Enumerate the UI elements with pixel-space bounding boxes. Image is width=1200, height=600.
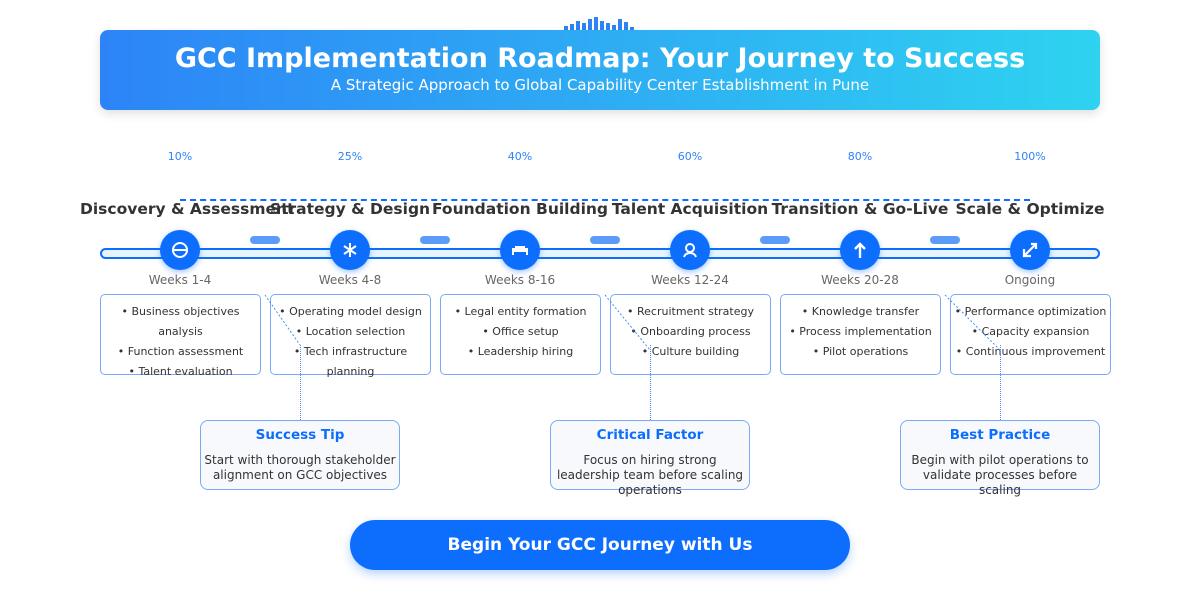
phase-task: • Performance optimization [954,305,1107,318]
phase-marker[interactable] [840,230,880,270]
phase-card: • Knowledge transfer • Process implementa… [780,294,941,375]
phase-task: • Continuous improvement [955,345,1106,358]
timeline-connector [420,236,450,244]
bar [630,27,634,30]
phase-card: • Legal entity formation • Office setup • … [440,294,601,375]
phase-title: Scale & Optimize [955,200,1105,218]
phase-task: • Culture building [641,345,740,358]
tip-connector [1000,345,1001,420]
phase-task: • Business objectives analysis [121,305,240,338]
phase-title: Discovery & Assessment [80,200,295,218]
bar [576,21,580,30]
phase-task: • Location selection [295,325,406,338]
timeline-connector [760,236,790,244]
bar [618,19,622,30]
phase-duration: Ongoing [1004,273,1056,287]
bar [612,25,616,30]
bar [570,24,574,30]
bar [564,26,568,30]
bar [588,19,592,30]
phase-duration: Weeks 1-4 [148,273,212,287]
decorative-bars [564,16,640,30]
page-title: GCC Implementation Roadmap: Your Journey… [174,43,1026,74]
phase-progress: 60% [677,150,703,163]
phase-title: Talent Acquisition [611,200,769,218]
begin-journey-button[interactable]: Begin Your GCC Journey with Us [350,520,850,570]
phase-duration: Weeks 20-28 [821,273,899,287]
phase-progress: 80% [847,150,873,163]
phase-duration: Weeks 12-24 [651,273,729,287]
phase-task: • Legal entity formation [454,305,587,318]
tip-title: Critical Factor [596,427,704,443]
timeline-connector [250,236,280,244]
bar [582,23,586,30]
phase-marker[interactable] [330,230,370,270]
scale-arrows-icon [1020,240,1040,260]
header-banner: GCC Implementation Roadmap: Your Journey… [100,30,1100,110]
bar [594,17,598,30]
phase-task: • Leadership hiring [467,345,574,358]
tip-title: Best Practice [949,427,1051,443]
phase-task: • Recruitment strategy [627,305,754,318]
phase-title: Foundation Building [431,200,609,218]
phase-marker[interactable] [160,230,200,270]
phase-marker[interactable] [1010,230,1050,270]
steering-wheel-icon [170,240,190,260]
phase-task: • Function assessment [117,345,244,358]
progress-dashed-line [180,199,1030,201]
phase-progress: 10% [167,150,193,163]
phase-card: • Recruitment strategy • Onboarding proce… [610,294,771,375]
bar [606,23,610,30]
page-subtitle: A Strategic Approach to Global Capabilit… [330,76,870,94]
asterisk-icon [340,240,360,260]
tip-connector [650,345,651,420]
phase-card: • Business objectives analysis • Function… [100,294,261,378]
arrow-up-icon [850,240,870,260]
phase-duration: Weeks 8-16 [484,273,556,287]
phase-progress: 25% [337,150,363,163]
building-icon [510,240,530,260]
user-icon [680,240,700,260]
phase-card: • Performance optimization • Capacity exp… [950,294,1111,375]
phase-task: • Capacity expansion [971,325,1090,338]
phase-task: • Knowledge transfer [801,305,920,318]
tip-text: Focus on hiring strong leadership team b… [556,453,744,497]
phase-marker[interactable] [500,230,540,270]
phase-marker[interactable] [670,230,710,270]
phase-title: Strategy & Design [269,200,431,218]
timeline-connector [930,236,960,244]
bar [624,22,628,30]
phase-task: • Pilot operations [812,345,909,358]
phase-task: • Operating model design [279,305,422,318]
tip-connector [300,345,301,420]
phase-progress: 40% [507,150,533,163]
phase-card: • Operating model design • Location selec… [270,294,431,378]
phase-duration: Weeks 4-8 [318,273,382,287]
phase-task: • Tech infrastructure planning [293,345,408,378]
tip-text: Start with thorough stakeholder alignmen… [204,453,396,482]
bar [600,21,604,30]
timeline-connector [590,236,620,244]
phase-title: Transition & Go-Live [771,200,949,218]
phase-progress: 100% [1014,150,1046,163]
phase-task: • Onboarding process [630,325,751,338]
timeline-track [100,248,1100,259]
phase-task: • Talent evaluation [128,365,233,378]
phase-task: • Process implementation [789,325,932,338]
tip-title: Success Tip [255,427,345,443]
phase-task: • Office setup [482,325,559,338]
tip-text: Begin with pilot operations to validate … [911,453,1089,497]
